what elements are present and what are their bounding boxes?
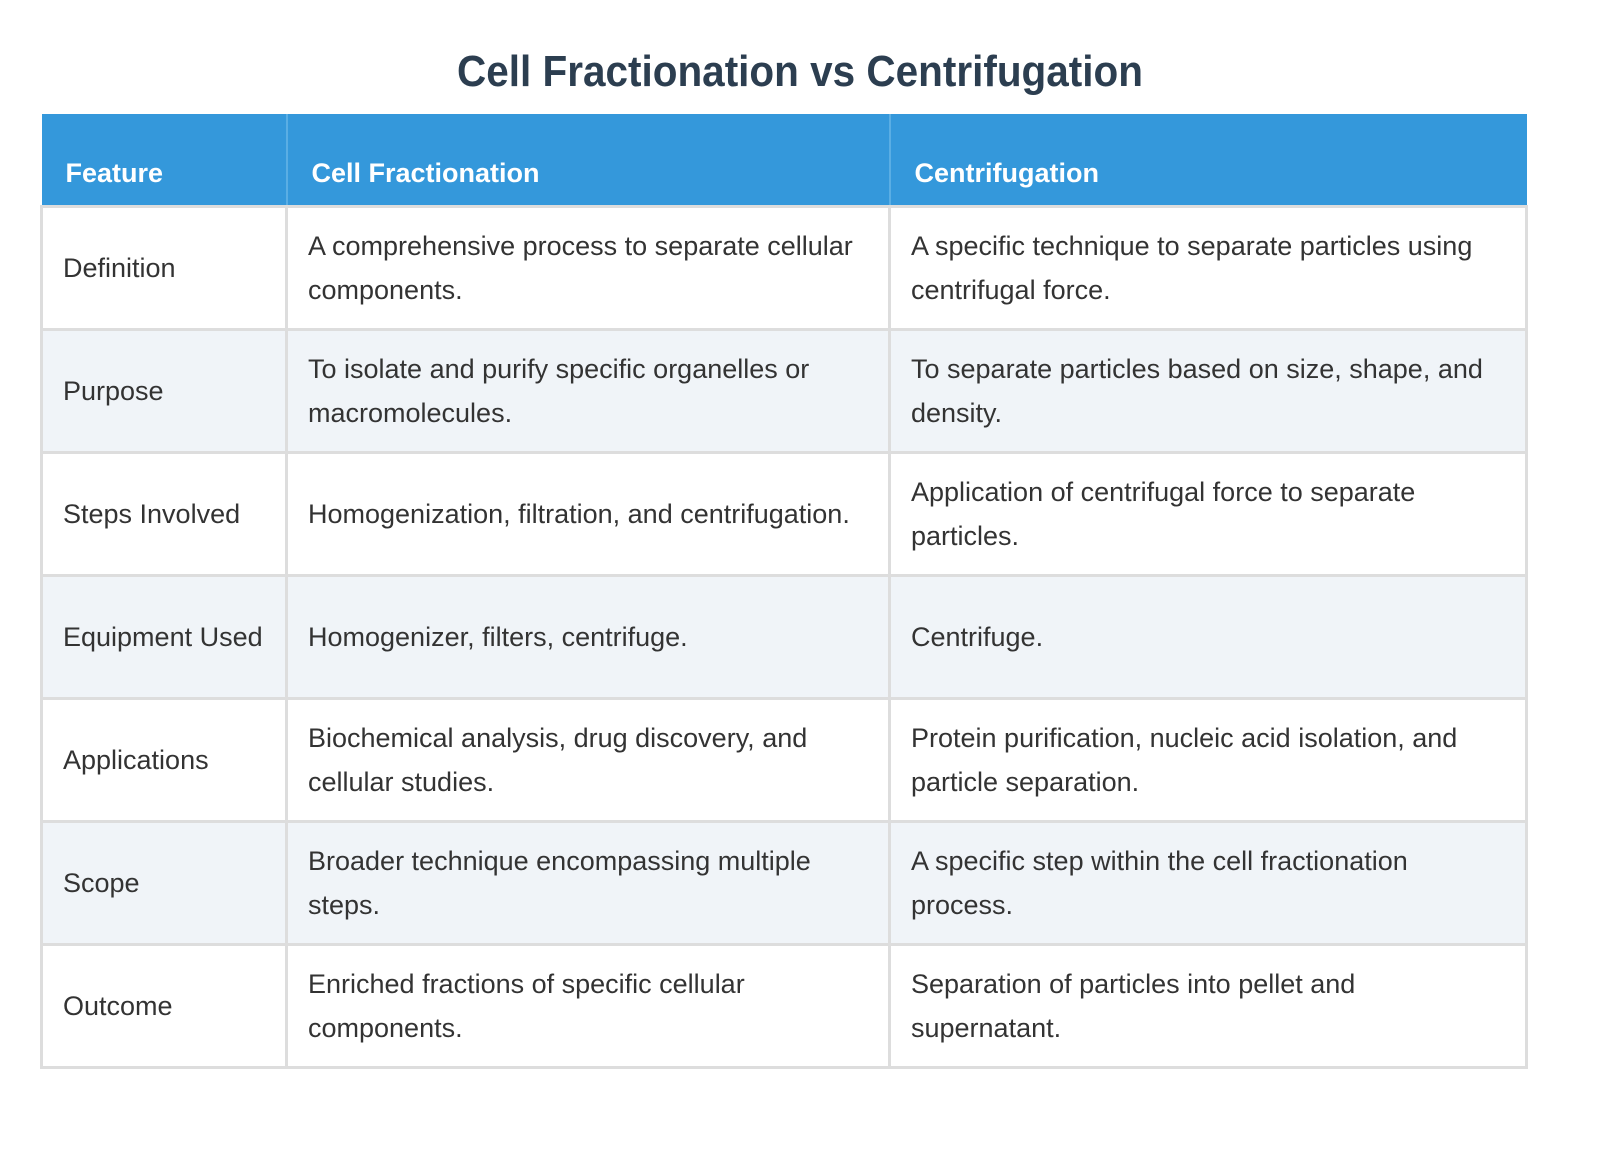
table-row: Scope Broader technique encompassing mul… [40, 819, 1528, 946]
feature-cell: Scope [40, 819, 288, 946]
centrifugation-cell: Separation of particles into pellet and … [888, 942, 1528, 1069]
cell-fractionation-cell: To isolate and purify specific organelle… [285, 327, 891, 454]
centrifugation-cell: To separate particles based on size, sha… [888, 327, 1528, 454]
centrifugation-cell: Application of centrifugal force to sepa… [888, 450, 1528, 577]
table-row: Definition A comprehensive process to se… [40, 204, 1528, 331]
feature-cell: Steps Involved [40, 450, 288, 577]
feature-cell: Applications [40, 696, 288, 823]
cell-fractionation-cell: Broader technique encompassing multiple … [285, 819, 891, 946]
centrifugation-cell: Protein purification, nucleic acid isola… [888, 696, 1528, 823]
comparison-table: Feature Cell Fractionation Centrifugatio… [40, 114, 1528, 1069]
table-row: Applications Biochemical analysis, drug … [40, 696, 1528, 823]
page-title: Cell Fractionation vs Centrifugation [457, 47, 1143, 96]
table-row: Purpose To isolate and purify specific o… [40, 327, 1528, 454]
cell-fractionation-cell: Enriched fractions of specific cellular … [285, 942, 891, 1069]
header-centrifugation: Centrifugation [888, 114, 1527, 208]
table-row: Equipment Used Homogenizer, filters, cen… [40, 573, 1528, 700]
cell-fractionation-cell: Homogenization, filtration, and centrifu… [285, 450, 891, 577]
table-header-row: Feature Cell Fractionation Centrifugatio… [41, 114, 1527, 208]
table-row: Steps Involved Homogenization, filtratio… [40, 450, 1528, 577]
cell-fractionation-cell: Homogenizer, filters, centrifuge. [285, 573, 891, 700]
feature-cell: Equipment Used [40, 573, 288, 700]
centrifugation-cell: A specific technique to separate particl… [888, 204, 1528, 331]
header-cell-fractionation: Cell Fractionation [285, 114, 890, 208]
header-feature: Feature [41, 114, 287, 208]
centrifugation-cell: Centrifuge. [888, 573, 1528, 700]
centrifugation-cell: A specific step within the cell fraction… [888, 819, 1528, 946]
feature-cell: Purpose [40, 327, 288, 454]
cell-fractionation-cell: Biochemical analysis, drug discovery, an… [285, 696, 891, 823]
feature-cell: Definition [40, 204, 288, 331]
feature-cell: Outcome [40, 942, 288, 1069]
table-row: Outcome Enriched fractions of specific c… [40, 942, 1528, 1069]
cell-fractionation-cell: A comprehensive process to separate cell… [285, 204, 891, 331]
